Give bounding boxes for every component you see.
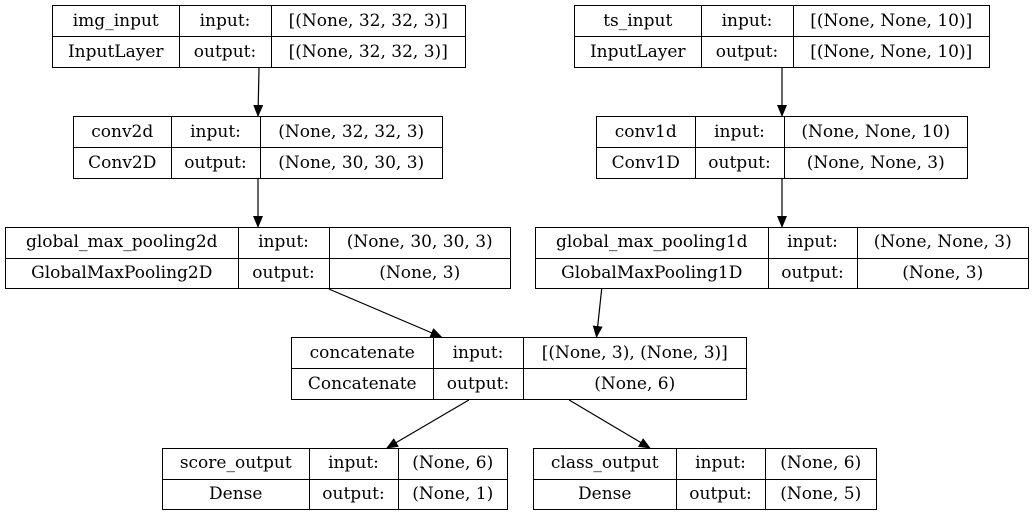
output-shape: (None, None, 3): [783, 147, 967, 178]
edge-global_max_pooling2d-to-concatenate: [328, 288, 443, 338]
edge-img_input-to-conv2d: [253, 67, 264, 117]
layer-name: conv2d: [74, 117, 172, 148]
input-label: input:: [170, 117, 261, 148]
output-shape: (None, 6): [522, 368, 746, 399]
edge-concatenate-to-score_output: [386, 399, 470, 449]
input-label: input:: [237, 228, 330, 259]
layer-name: global_max_pooling2d: [6, 228, 239, 259]
input-label: input:: [694, 117, 785, 148]
layer-name: ts_input: [575, 6, 702, 37]
layer-node-global-max-pooling1d: global_max_pooling1d input: (None, None,…: [535, 227, 1029, 289]
layer-name: concatenate: [292, 338, 434, 369]
layer-class: Concatenate: [292, 368, 434, 399]
layer-name: global_max_pooling1d: [536, 228, 769, 259]
layer-class: Conv2D: [74, 147, 172, 178]
layer-node-global-max-pooling2d: global_max_pooling2d input: (None, 30, 3…: [5, 227, 511, 289]
output-shape: [(None, None, 10)]: [792, 36, 989, 67]
layer-class: InputLayer: [575, 36, 702, 67]
layer-name: score_output: [163, 449, 310, 480]
output-label: output:: [675, 478, 766, 509]
input-shape: [(None, 32, 32, 3)]: [270, 6, 465, 37]
output-label: output:: [767, 257, 858, 288]
layer-node-conv2d: conv2d input: (None, 32, 32, 3) Conv2D o…: [73, 116, 443, 179]
layer-node-score-output: score_output input: (None, 6) Dense outp…: [162, 448, 508, 510]
input-shape: (None, 30, 30, 3): [328, 228, 510, 259]
output-label: output:: [308, 478, 399, 509]
output-label: output:: [170, 147, 261, 178]
layer-node-conv1d: conv1d input: (None, None, 10) Conv1D ou…: [596, 116, 968, 179]
input-shape: (None, 6): [764, 449, 876, 480]
edge-global_max_pooling1d-to-concatenate: [592, 288, 603, 338]
layer-name: img_input: [53, 6, 180, 37]
output-label: output:: [700, 36, 794, 67]
input-shape: [(None, None, 10)]: [792, 6, 989, 37]
input-shape: [(None, 3), (None, 3)]: [522, 338, 746, 369]
layer-name: class_output: [534, 449, 677, 480]
input-label: input:: [432, 338, 524, 369]
input-label: input:: [767, 228, 858, 259]
output-shape: [(None, 32, 32, 3)]: [270, 36, 465, 67]
input-shape: (None, 32, 32, 3): [259, 117, 442, 148]
input-label: input:: [308, 449, 399, 480]
output-label: output:: [694, 147, 785, 178]
layer-name: conv1d: [597, 117, 696, 148]
input-shape: (None, 6): [397, 449, 507, 480]
output-label: output:: [178, 36, 272, 67]
output-shape: (None, 3): [328, 257, 510, 288]
layer-node-concatenate: concatenate input: [(None, 3), (None, 3)…: [291, 337, 747, 400]
output-label: output:: [432, 368, 524, 399]
output-shape: (None, 30, 30, 3): [259, 147, 442, 178]
edge-concatenate-to-class_output: [568, 399, 651, 449]
output-shape: (None, 5): [764, 478, 876, 509]
input-shape: (None, None, 3): [856, 228, 1028, 259]
layer-node-img-input: img_input input: [(None, 32, 32, 3)] Inp…: [52, 5, 466, 68]
layer-class: InputLayer: [53, 36, 180, 67]
input-label: input:: [700, 6, 794, 37]
output-shape: (None, 3): [856, 257, 1028, 288]
input-label: input:: [178, 6, 272, 37]
layer-class: Conv1D: [597, 147, 696, 178]
layer-class: GlobalMaxPooling1D: [536, 257, 769, 288]
layer-node-class-output: class_output input: (None, 6) Dense outp…: [533, 448, 877, 510]
input-label: input:: [675, 449, 766, 480]
output-shape: (None, 1): [397, 478, 507, 509]
layer-node-ts-input: ts_input input: [(None, None, 10)] Input…: [574, 5, 990, 68]
layer-class: GlobalMaxPooling2D: [6, 257, 239, 288]
input-shape: (None, None, 10): [783, 117, 967, 148]
layer-class: Dense: [534, 478, 677, 509]
output-label: output:: [237, 257, 330, 288]
layer-class: Dense: [163, 478, 310, 509]
